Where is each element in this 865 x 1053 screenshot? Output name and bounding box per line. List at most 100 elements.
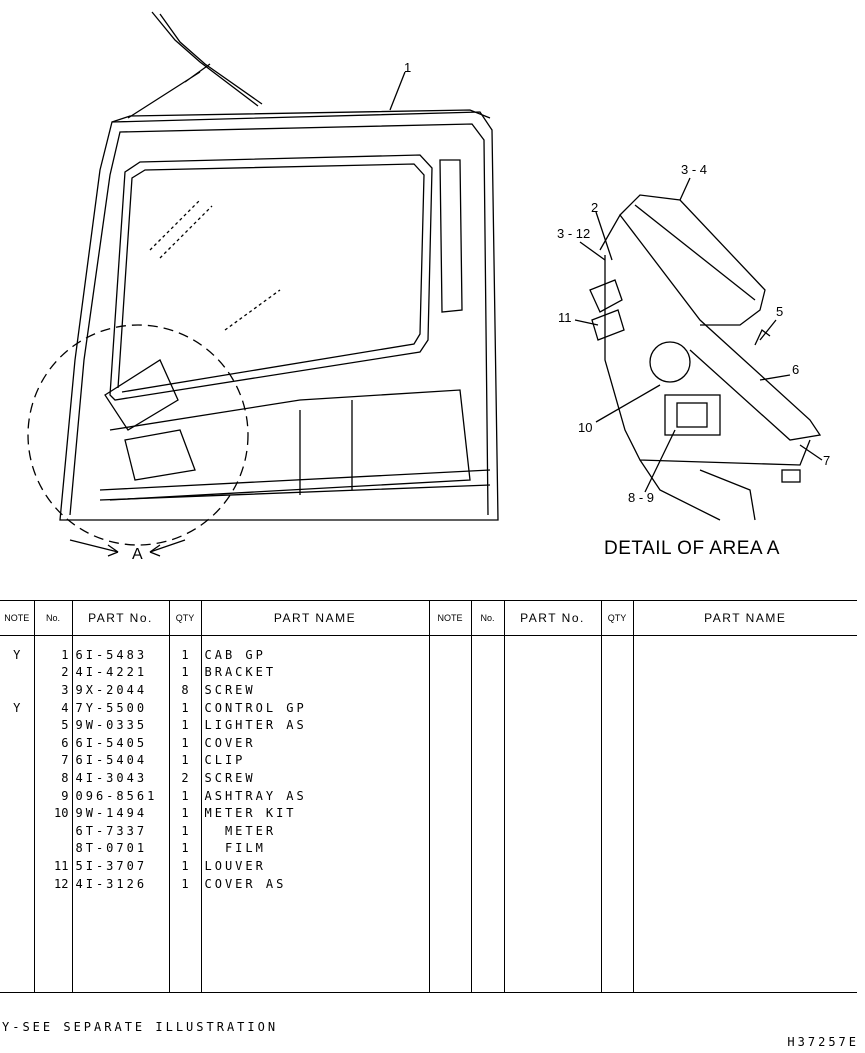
empty-cell: [600, 635, 633, 664]
empty-cell: [428, 663, 471, 682]
empty-cell: [428, 892, 471, 994]
empty-cell: [470, 751, 504, 770]
callout-1: 1: [404, 60, 412, 75]
cell-note: Y: [13, 700, 21, 715]
empty-cell: [470, 804, 504, 822]
cell-name: METER: [200, 821, 429, 840]
cell-name: METER KIT: [200, 804, 429, 822]
cell-no: [33, 839, 72, 858]
empty-cell: [428, 804, 471, 822]
header-qty-2: QTY: [600, 600, 633, 636]
cell-qty: 8: [168, 681, 201, 699]
cell-qty: 1: [168, 839, 201, 858]
cell-note: [0, 681, 34, 699]
empty-cell: [428, 874, 471, 893]
cell-qty: 1: [168, 821, 201, 840]
empty-cell: [470, 769, 504, 787]
cell-qty: 1: [168, 786, 201, 805]
empty-cell: [470, 716, 504, 734]
callout-8-9: 8 - 9: [628, 490, 655, 505]
cell-part-no: 9X-2044: [71, 681, 169, 699]
callout-a: A: [132, 546, 143, 563]
empty-cell: [632, 786, 857, 805]
empty-cell: [600, 839, 633, 858]
empty-cell: [168, 892, 201, 994]
empty-cell: [470, 635, 504, 664]
empty-cell: [470, 874, 504, 893]
empty-cell: [503, 892, 601, 994]
cell-no: 12: [33, 874, 72, 893]
empty-cell: [632, 635, 857, 664]
empty-cell: [600, 663, 633, 682]
empty-cell: [503, 839, 601, 858]
callout-5: 5: [776, 304, 784, 319]
empty-cell: [632, 821, 857, 840]
empty-cell: [600, 786, 633, 805]
empty-cell: [470, 857, 504, 875]
empty-cell: [470, 663, 504, 682]
header-note: NOTE: [0, 600, 34, 636]
empty-cell: [470, 839, 504, 858]
cell-qty: 1: [168, 733, 201, 752]
cell-name: COVER AS: [200, 874, 429, 893]
callout-10: 10: [578, 420, 593, 435]
empty-cell: [428, 786, 471, 805]
header-qty: QTY: [168, 600, 201, 636]
empty-cell: [503, 733, 601, 752]
empty-cell: [470, 698, 504, 717]
empty-cell: [428, 857, 471, 875]
empty-cell: [428, 769, 471, 787]
cell-name: LIGHTER AS: [200, 716, 429, 734]
cell-note: [0, 752, 34, 770]
empty-cell: [632, 716, 857, 734]
empty-cell: [428, 751, 471, 770]
cell-no: 6: [33, 733, 72, 752]
callout-6: 6: [792, 362, 800, 377]
cell-qty: 1: [168, 635, 201, 664]
empty-cell: [600, 733, 633, 752]
empty-cell: [428, 821, 471, 840]
detail-title: DETAIL OF AREA A: [604, 538, 780, 559]
cell-qty: 2: [168, 769, 201, 787]
cell-no: 9: [33, 786, 72, 805]
cell-note: [0, 822, 34, 840]
cell-part-no: 5I-3707: [71, 857, 169, 875]
cell-qty: 1: [168, 751, 201, 770]
cell-part-no: 4I-3126: [71, 874, 169, 893]
empty-cell: [600, 874, 633, 893]
cell-no: 8: [33, 769, 72, 787]
cell-name: COVER: [200, 733, 429, 752]
cell-note: Y: [13, 647, 21, 662]
empty-cell: [503, 821, 601, 840]
empty-cell: [470, 681, 504, 699]
empty-cell: [600, 821, 633, 840]
empty-cell: [428, 635, 471, 664]
cell-part-no: 9W-0335: [71, 716, 169, 734]
cell-note: [0, 787, 34, 805]
cell-qty: 1: [168, 874, 201, 893]
callout-3-12: 3 - 12: [557, 226, 591, 241]
cell-part-no: 8T-0701: [71, 839, 169, 858]
header-part-name-2: PART NAME: [632, 600, 857, 636]
illustration-number: H37257E: [787, 1035, 859, 1049]
empty-cell: [0, 892, 34, 994]
cell-note: [0, 664, 34, 682]
empty-cell: [632, 804, 857, 822]
empty-cell: [428, 698, 471, 717]
empty-cell: [71, 892, 169, 994]
empty-cell: [600, 716, 633, 734]
cell-no: 2: [33, 663, 72, 682]
cell-name: BRACKET: [200, 663, 429, 682]
cell-qty: 1: [168, 698, 201, 717]
cell-name: ASHTRAY AS: [200, 786, 429, 805]
